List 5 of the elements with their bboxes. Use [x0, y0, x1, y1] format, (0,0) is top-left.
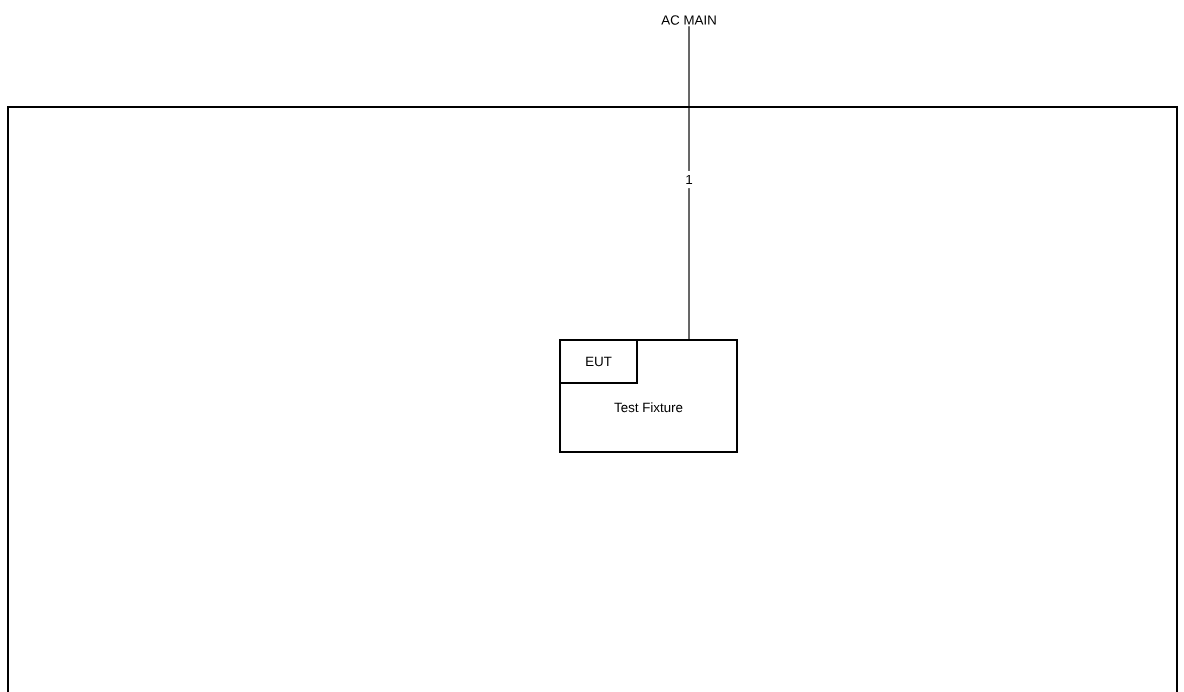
edge-label: 1 — [681, 170, 697, 189]
supply-label: AC MAIN — [661, 15, 716, 25]
eut-box: EUT — [559, 339, 638, 384]
connector-line — [688, 25, 690, 340]
room-outline — [7, 106, 1178, 692]
